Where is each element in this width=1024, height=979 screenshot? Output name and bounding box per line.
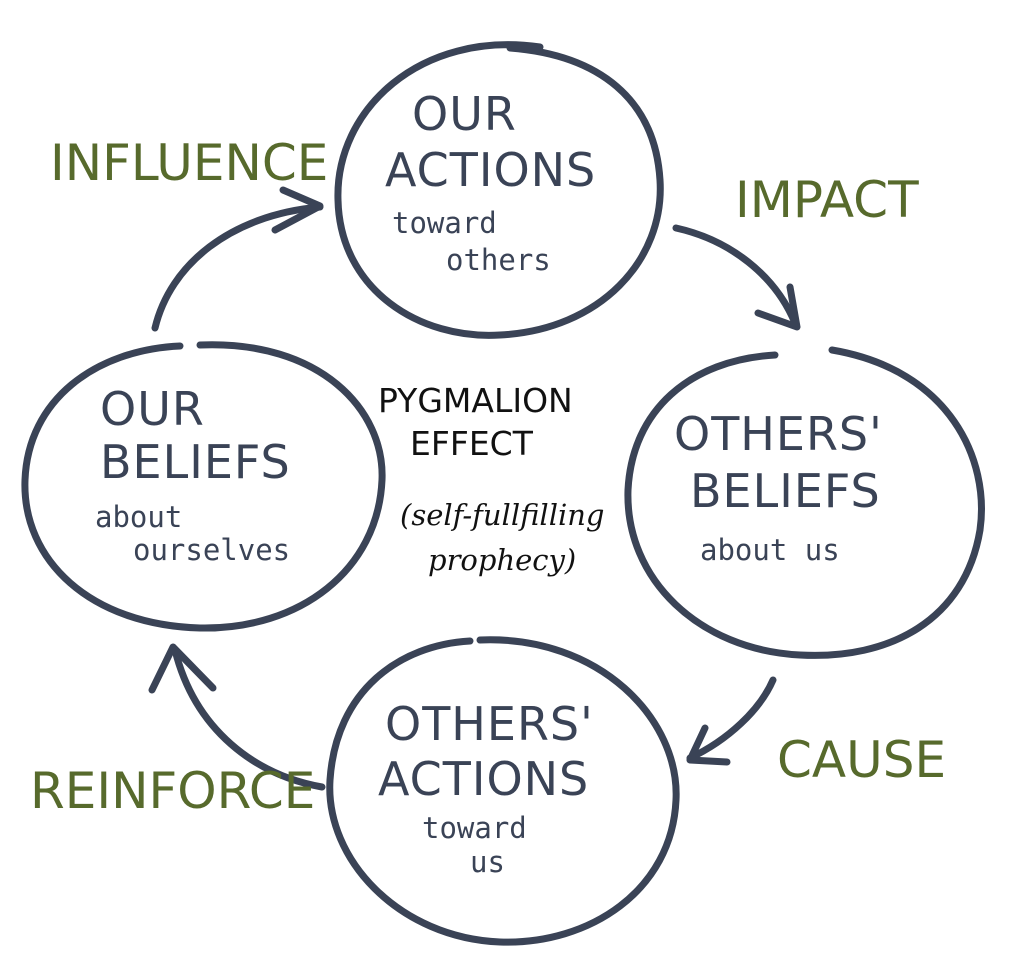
arrow-cause bbox=[686, 676, 777, 766]
node-title-line: OTHERS' bbox=[674, 407, 883, 461]
center-title-line: EFFECT bbox=[410, 424, 534, 463]
arrow-shaft bbox=[171, 646, 326, 791]
center-subtitle-line: (self-fullfilling bbox=[400, 498, 605, 532]
link-label-reinforce: REINFORCE bbox=[30, 762, 315, 820]
node-subtitle-line: about bbox=[95, 500, 182, 534]
node-subtitle-line: about us bbox=[700, 533, 840, 567]
center-subtitle-line: prophecy) bbox=[428, 543, 576, 577]
node-subtitle-line: us bbox=[470, 845, 505, 879]
center-title-line: PYGMALION bbox=[378, 381, 573, 420]
arrow-shaft bbox=[672, 224, 799, 327]
arrow-reinforce bbox=[148, 643, 326, 791]
node-title-line: OUR bbox=[100, 382, 205, 436]
arrow-impact bbox=[672, 224, 801, 331]
node-subtitle-line: others bbox=[446, 243, 551, 277]
node-subtitle-line: ourselves bbox=[133, 533, 290, 567]
arrow-head-icon bbox=[754, 283, 801, 331]
node-others-actions: OTHERS' ACTIONS toward us bbox=[326, 636, 680, 946]
node-title-line: ACTIONS bbox=[385, 143, 596, 197]
node-our-actions: OUR ACTIONS toward others bbox=[334, 41, 664, 339]
node-title-line: BELIEFS bbox=[690, 464, 881, 518]
node-title-line: OTHERS' bbox=[385, 697, 594, 751]
node-ring bbox=[326, 636, 680, 946]
link-label-cause: CAUSE bbox=[777, 731, 946, 789]
node-title-line: ACTIONS bbox=[378, 752, 589, 806]
center-label: PYGMALION EFFECT (self-fullfilling proph… bbox=[378, 381, 605, 577]
node-ring bbox=[334, 41, 664, 339]
node-title-line: BELIEFS bbox=[100, 435, 291, 489]
node-subtitle-line: toward bbox=[392, 206, 497, 240]
node-title-line: OUR bbox=[412, 87, 517, 141]
arrow-shaft bbox=[151, 203, 324, 332]
node-ring bbox=[21, 341, 386, 632]
node-others-beliefs: OTHERS' BELIEFS about us bbox=[624, 346, 985, 659]
link-label-impact: IMPACT bbox=[735, 171, 919, 229]
arrow-shaft bbox=[686, 676, 777, 762]
arrow-head-icon bbox=[686, 724, 731, 766]
arrow-head-icon bbox=[271, 186, 324, 234]
node-subtitle-line: toward bbox=[422, 811, 527, 845]
arrow-head-icon bbox=[148, 643, 217, 694]
arrow-influence bbox=[151, 186, 324, 332]
node-ring bbox=[624, 346, 985, 659]
link-label-influence: INFLUENCE bbox=[50, 134, 328, 192]
node-our-beliefs: OUR BELIEFS about ourselves bbox=[21, 341, 386, 632]
